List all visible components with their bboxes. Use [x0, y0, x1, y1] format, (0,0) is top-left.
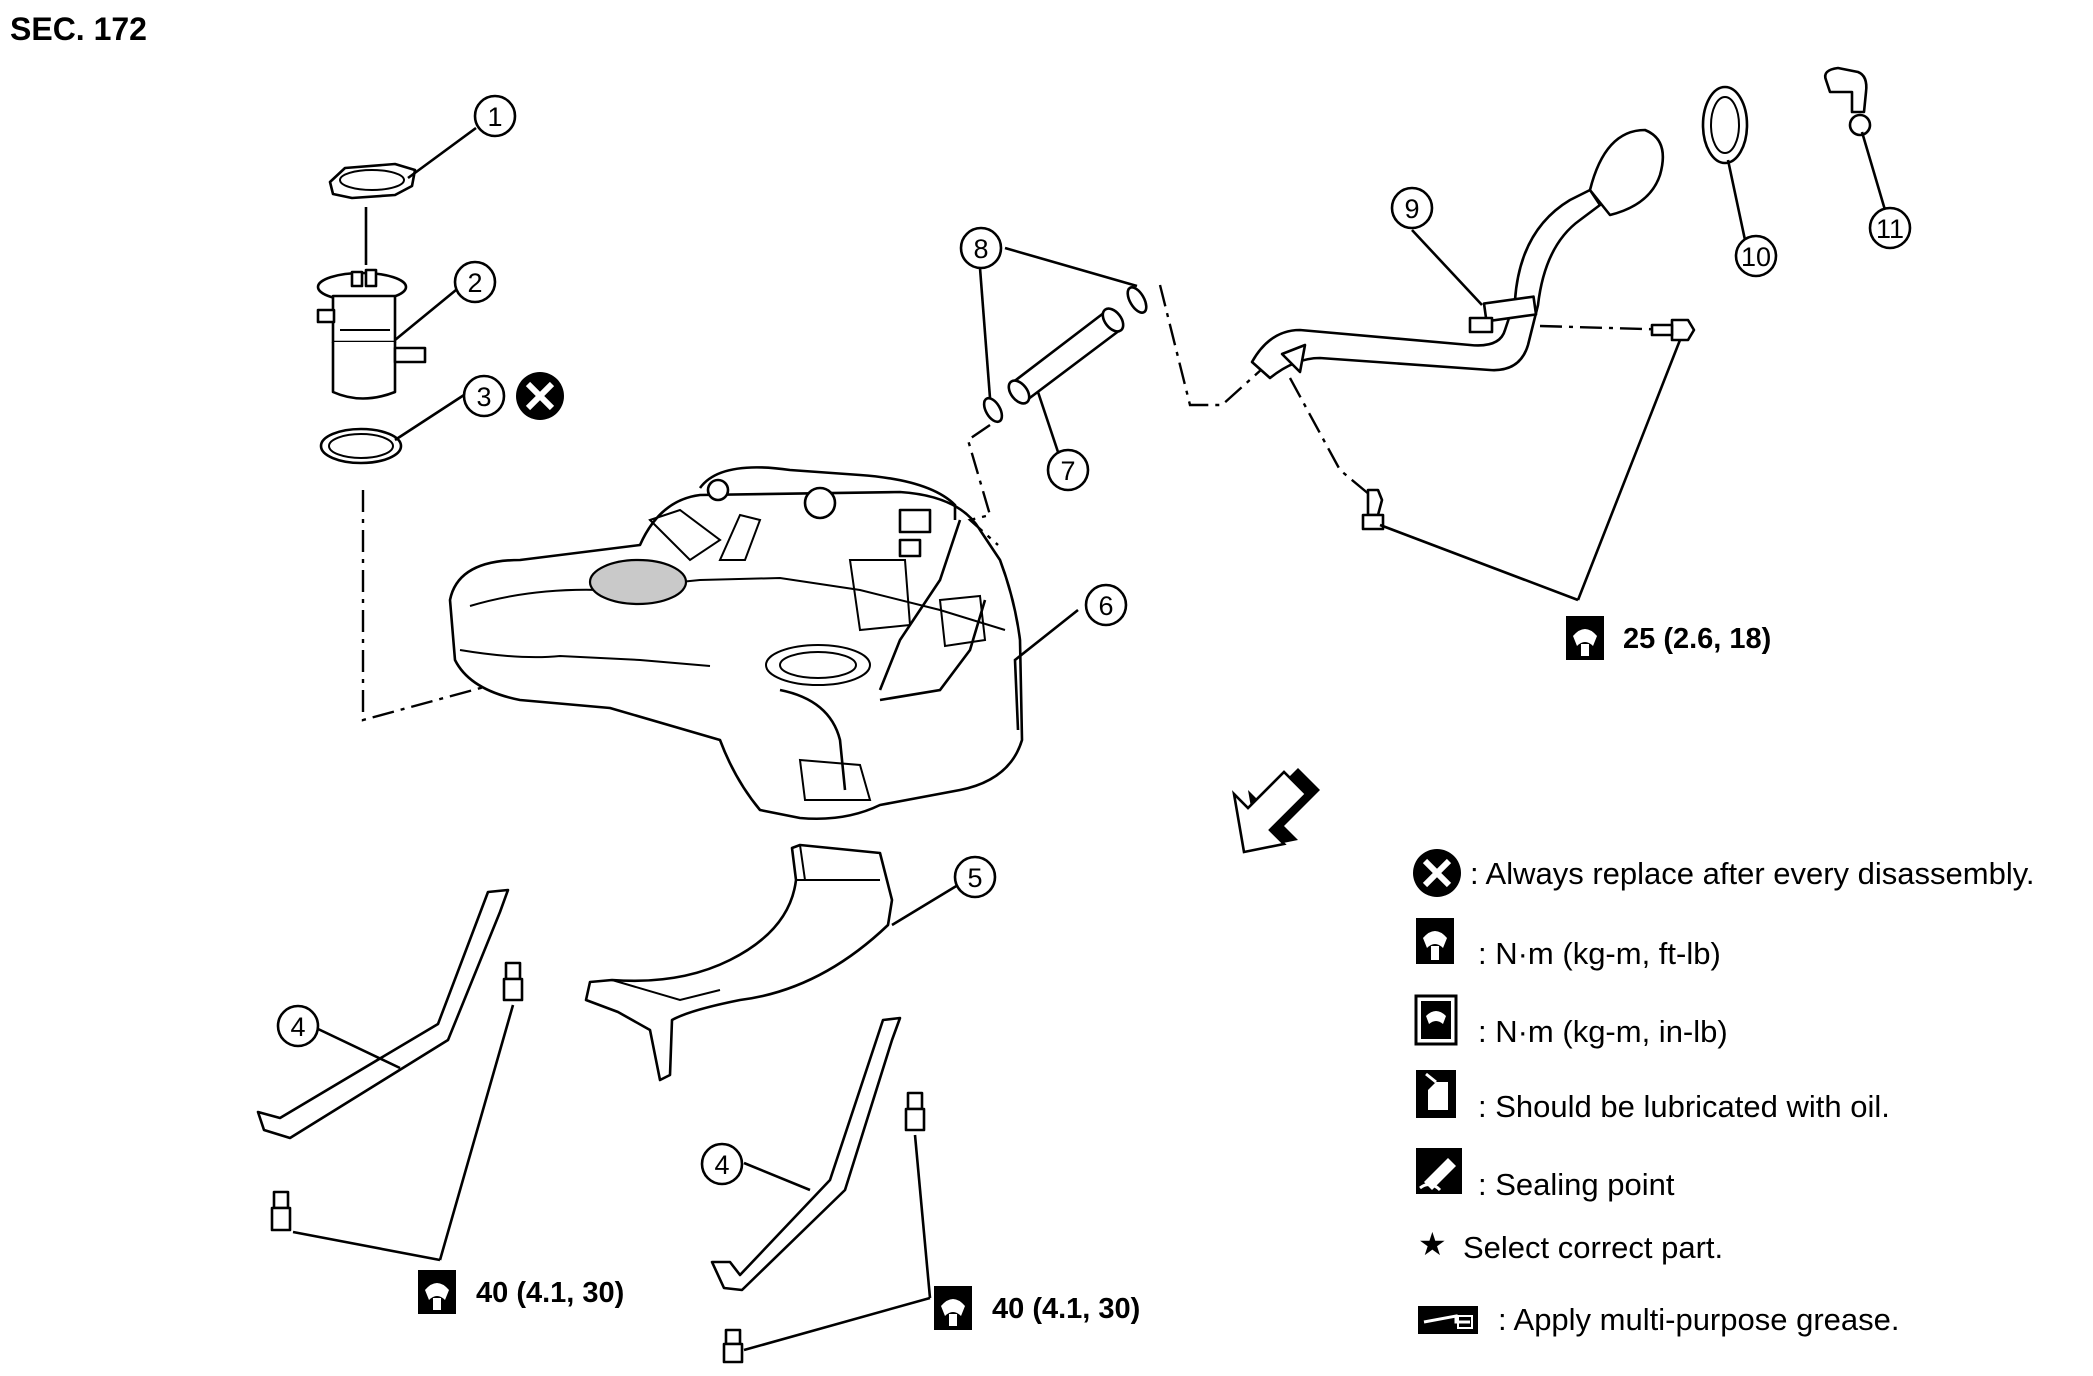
- o-ring-part: [319, 427, 403, 465]
- svg-text:4: 4: [290, 1012, 305, 1042]
- torque-ftlb-icon: [1416, 918, 1454, 964]
- oil-can-icon: [1416, 1070, 1456, 1118]
- bolt-icon: [502, 961, 524, 1002]
- callout-2: 2: [453, 260, 497, 304]
- callout-11: 11: [1868, 206, 1912, 250]
- torque-inlb-icon: [1414, 994, 1458, 1046]
- callout-4-left: 4: [276, 1004, 320, 1048]
- legend-item-torque-ftlb: : N·m (kg-m, ft-lb): [1416, 918, 1721, 971]
- callout-6: 6: [1084, 583, 1128, 627]
- torque-value-strap-left: 40 (4.1, 30): [476, 1277, 624, 1309]
- svg-text:1: 1: [487, 102, 502, 132]
- torque-ftlb-icon: [934, 1286, 972, 1330]
- svg-text:2: 2: [467, 268, 482, 298]
- svg-text:6: 6: [1098, 591, 1113, 621]
- torque-spec-strap-left: 40 (4.1, 30): [418, 1270, 624, 1314]
- callout-9: 9: [1390, 186, 1434, 230]
- grease-icon: [1418, 1306, 1478, 1334]
- filler-tube-part: [1250, 128, 1665, 380]
- svg-text:: Apply multi-purpose grease.: : Apply multi-purpose grease.: [1498, 1302, 1900, 1337]
- sealing-icon: [1416, 1148, 1462, 1194]
- callout-10: 10: [1734, 234, 1778, 278]
- torque-ftlb-icon: [1566, 616, 1604, 660]
- callout-1: 1: [473, 94, 517, 138]
- svg-text:7: 7: [1060, 456, 1075, 486]
- replace-x-icon: [1413, 849, 1461, 897]
- svg-text:: Sealing point: : Sealing point: [1478, 1167, 1675, 1202]
- svg-text:: Should be lubricated with oi: : Should be lubricated with oil.: [1478, 1089, 1890, 1124]
- bolt-icon: [1650, 318, 1696, 342]
- svg-text:3: 3: [476, 382, 491, 412]
- legend-item-oil: : Should be lubricated with oil.: [1416, 1070, 1890, 1124]
- bolt-icon: [722, 1328, 744, 1364]
- legend-item-grease: : Apply multi-purpose grease.: [1418, 1302, 1900, 1337]
- legend-item-replace: : Always replace after every disassembly…: [1413, 849, 2035, 897]
- fuel-tank-strap-part: [256, 888, 510, 1140]
- callout-4-right: 4: [700, 1142, 744, 1186]
- svg-text:9: 9: [1404, 194, 1419, 224]
- ventilation-hose-part: [1007, 307, 1125, 405]
- bolt-icon: [270, 1190, 292, 1232]
- svg-text:8: 8: [973, 234, 988, 264]
- svg-text:: N·m (kg-m, in-lb): : N·m (kg-m, in-lb): [1478, 1014, 1728, 1049]
- fuel-tank-part: [448, 466, 1024, 821]
- torque-spec-filler: 25 (2.6, 18): [1566, 616, 1771, 660]
- legend-item-torque-inlb: : N·m (kg-m, in-lb): [1414, 994, 1728, 1049]
- fuel-pump-assembly-part: [316, 268, 427, 400]
- torque-ftlb-icon: [418, 1270, 456, 1314]
- locking-ring-part: [328, 162, 417, 200]
- bolt-icon: [1361, 488, 1385, 531]
- callout-7: 7: [1046, 448, 1090, 492]
- legend-item-select-part: ★ Select correct part.: [1418, 1226, 1723, 1265]
- svg-text:Select correct part.: Select correct part.: [1463, 1230, 1723, 1265]
- svg-text:5: 5: [967, 863, 982, 893]
- svg-text:4: 4: [714, 1150, 729, 1180]
- legend: : Always replace after every disassembly…: [1413, 849, 2035, 1337]
- svg-text:: N·m (kg-m, ft-lb): : N·m (kg-m, ft-lb): [1478, 936, 1721, 971]
- fuel-tank-strap-part: [710, 1016, 902, 1292]
- torque-value-filler: 25 (2.6, 18): [1623, 623, 1771, 655]
- svg-text:11: 11: [1876, 214, 1904, 244]
- callout-5: 5: [953, 855, 997, 899]
- gasket-part: [1701, 85, 1749, 165]
- heat-insulator-part: [584, 843, 894, 1082]
- filler-cap-tether-part: [1823, 66, 1872, 137]
- svg-text:: Always replace after every d: : Always replace after every disassembly…: [1470, 856, 2035, 891]
- front-direction-arrow-icon: [1232, 768, 1320, 854]
- legend-item-sealing: : Sealing point: [1416, 1148, 1675, 1202]
- svg-text:10: 10: [1741, 242, 1771, 272]
- torque-value-strap-right: 40 (4.1, 30): [992, 1293, 1140, 1325]
- torque-spec-strap-right: 40 (4.1, 30): [934, 1286, 1140, 1330]
- callout-8: 8: [959, 226, 1003, 270]
- hose-clamp-part: [982, 286, 1148, 424]
- callout-3: 3: [462, 374, 506, 418]
- section-title: SEC. 172: [10, 11, 147, 47]
- bolt-icon: [904, 1091, 926, 1132]
- replace-x-icon: [516, 372, 564, 420]
- star-icon: ★: [1418, 1226, 1447, 1262]
